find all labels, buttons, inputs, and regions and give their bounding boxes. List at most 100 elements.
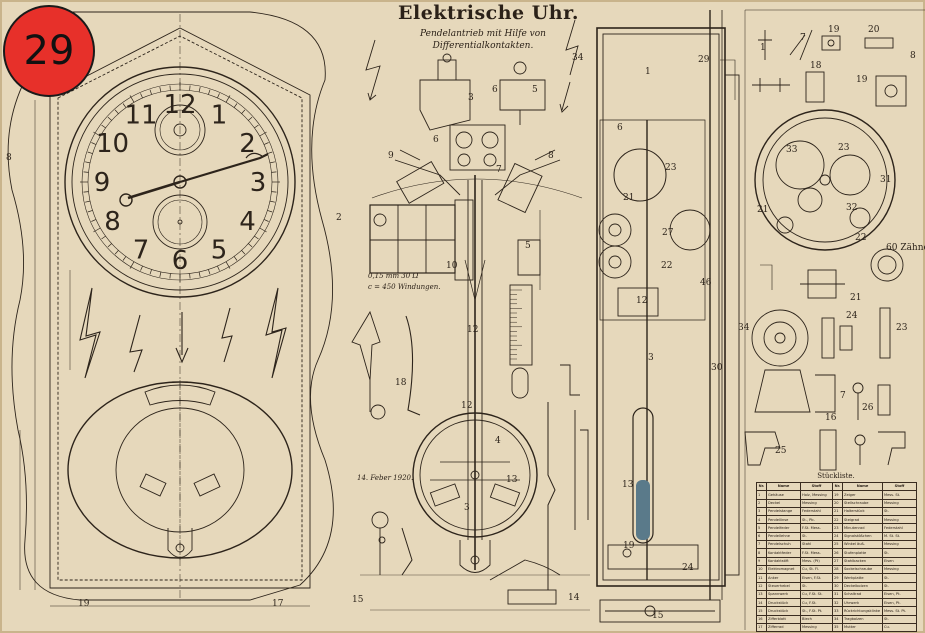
svg-text:3: 3 (464, 503, 470, 513)
parts-list-cell: Cu. (882, 623, 917, 633)
svg-text:7: 7 (840, 391, 846, 401)
drawing-subtitle: Pendelantrieb mit Hilfe von Differential… (378, 28, 588, 52)
svg-text:4: 4 (495, 436, 501, 446)
badge-number: 29 (23, 28, 75, 74)
svg-text:2: 2 (336, 213, 342, 223)
parts-list-cell: 26 (832, 548, 843, 558)
parts-list-cell: Deckel (766, 498, 801, 508)
svg-text:20: 20 (868, 25, 880, 35)
coil-spec-line-2: c = 450 Windungen. (368, 283, 441, 291)
lightning-bolt-row (79, 287, 287, 379)
line-work (7, 9, 925, 630)
parts-list-cell: Cu, F.St. St. (800, 589, 833, 600)
parts-list-header-cell: Name (766, 481, 801, 492)
svg-text:1: 1 (645, 67, 651, 77)
parts-list-cell: 17 (756, 623, 767, 633)
parts-list-cell: Eisen, F.St. (800, 573, 833, 583)
parts-list-cell: 11 (756, 573, 767, 583)
svg-text:19: 19 (828, 25, 840, 35)
parts-list-cell: 1 (756, 490, 767, 500)
parts-list-cell: 15 (756, 606, 767, 616)
pendulum-mechanism (351, 19, 590, 611)
svg-text:19: 19 (623, 541, 635, 551)
svg-text:3: 3 (468, 93, 474, 103)
svg-text:22: 22 (661, 261, 672, 271)
parts-list-cell: Eisen, Pt. (882, 589, 917, 600)
parts-list-cell: Messing (800, 498, 833, 508)
svg-text:6: 6 (492, 85, 498, 95)
parts-list-cell: 22 (832, 515, 843, 525)
svg-text:19: 19 (856, 75, 868, 85)
parts-list-cell: Messing (800, 623, 833, 633)
parts-list-cell: Pendellinse (766, 515, 801, 525)
parts-list-cell: 31 (832, 589, 843, 600)
svg-text:14: 14 (568, 593, 580, 603)
parts-list-cell: Werkplatte (842, 573, 883, 583)
parts-list-cell: Stellschraube (842, 498, 883, 508)
parts-list-cell: Anker (766, 573, 801, 583)
parts-list-cell: Eisen, Pt. (882, 598, 917, 608)
parts-list-cell: 34 (832, 614, 843, 625)
parts-list-cell: 16 (756, 614, 767, 625)
parts-list-cell: Halterstück (842, 506, 883, 517)
parts-list-cell: Stahl (800, 540, 833, 550)
parts-list-cell: St. (800, 531, 833, 542)
parts-list-cell: Zeiger (842, 490, 883, 500)
parts-list-cell: 20 (832, 498, 843, 508)
parts-list-cell: 29 (832, 573, 843, 583)
svg-text:24: 24 (846, 311, 858, 321)
parts-list-cell: Elektromagnet (766, 564, 801, 575)
parts-list-cell: Pendelschuh (766, 540, 801, 550)
parts-list-cell: Kontaktfeder (766, 548, 801, 558)
parts-list-cell: 23 (832, 523, 843, 533)
parts-list-cell: Minutenrad (842, 523, 883, 533)
clock-side-section (596, 10, 740, 623)
svg-text:13: 13 (622, 480, 634, 490)
parts-list-cell: Druckstück (766, 598, 801, 608)
dimension-lines-left (19, 100, 310, 607)
svg-text:30: 30 (711, 363, 723, 373)
subtitle-line-2: Differentialkontakten. (432, 41, 534, 51)
svg-text:26: 26 (862, 403, 874, 413)
dial-numeral: 8 (104, 207, 121, 237)
parts-list-cell: 28 (832, 564, 843, 575)
parts-list-cell: St. (800, 581, 833, 591)
parts-list-cell: Mess. (Pt) (800, 556, 833, 566)
parts-list-header-cell: Nr. (832, 481, 843, 492)
svg-text:5: 5 (525, 241, 531, 251)
parts-list-cell: Cu, St. Fl. (800, 564, 833, 575)
dial-numeral: 3 (250, 168, 267, 198)
svg-text:25: 25 (775, 446, 787, 456)
svg-text:15: 15 (352, 595, 364, 605)
parts-list-cell: Steuerhebel (766, 581, 801, 591)
parts-list-cell: St. (882, 581, 917, 591)
parts-list-cell: St. (882, 573, 917, 583)
svg-text:17: 17 (272, 599, 284, 609)
parts-list-header-cell: Nr. (756, 481, 767, 492)
parts-list-header-cell: Stoff (882, 481, 917, 492)
parts-list-cell: 5 (756, 523, 767, 533)
svg-text:5: 5 (532, 85, 538, 95)
parts-list-cell: 14 (756, 598, 767, 608)
dial-numeral: 4 (239, 207, 256, 237)
pendulum-window (67, 380, 293, 560)
svg-text:19: 19 (78, 599, 90, 609)
parts-list-cell: 35 (832, 623, 843, 633)
svg-text:21: 21 (850, 293, 861, 303)
parts-list-cell: Deckelbolzen (842, 581, 883, 591)
parts-list-cell: Winkel äuß. (842, 540, 883, 550)
svg-text:27: 27 (662, 228, 674, 238)
svg-text:21: 21 (623, 193, 634, 203)
parts-list-cell: 30 (832, 581, 843, 591)
parts-list-cell: Druckstück (766, 606, 801, 616)
parts-list-cell: 9 (756, 556, 767, 566)
svg-text:9: 9 (388, 151, 394, 161)
parts-list-cell: 3 (756, 506, 767, 517)
